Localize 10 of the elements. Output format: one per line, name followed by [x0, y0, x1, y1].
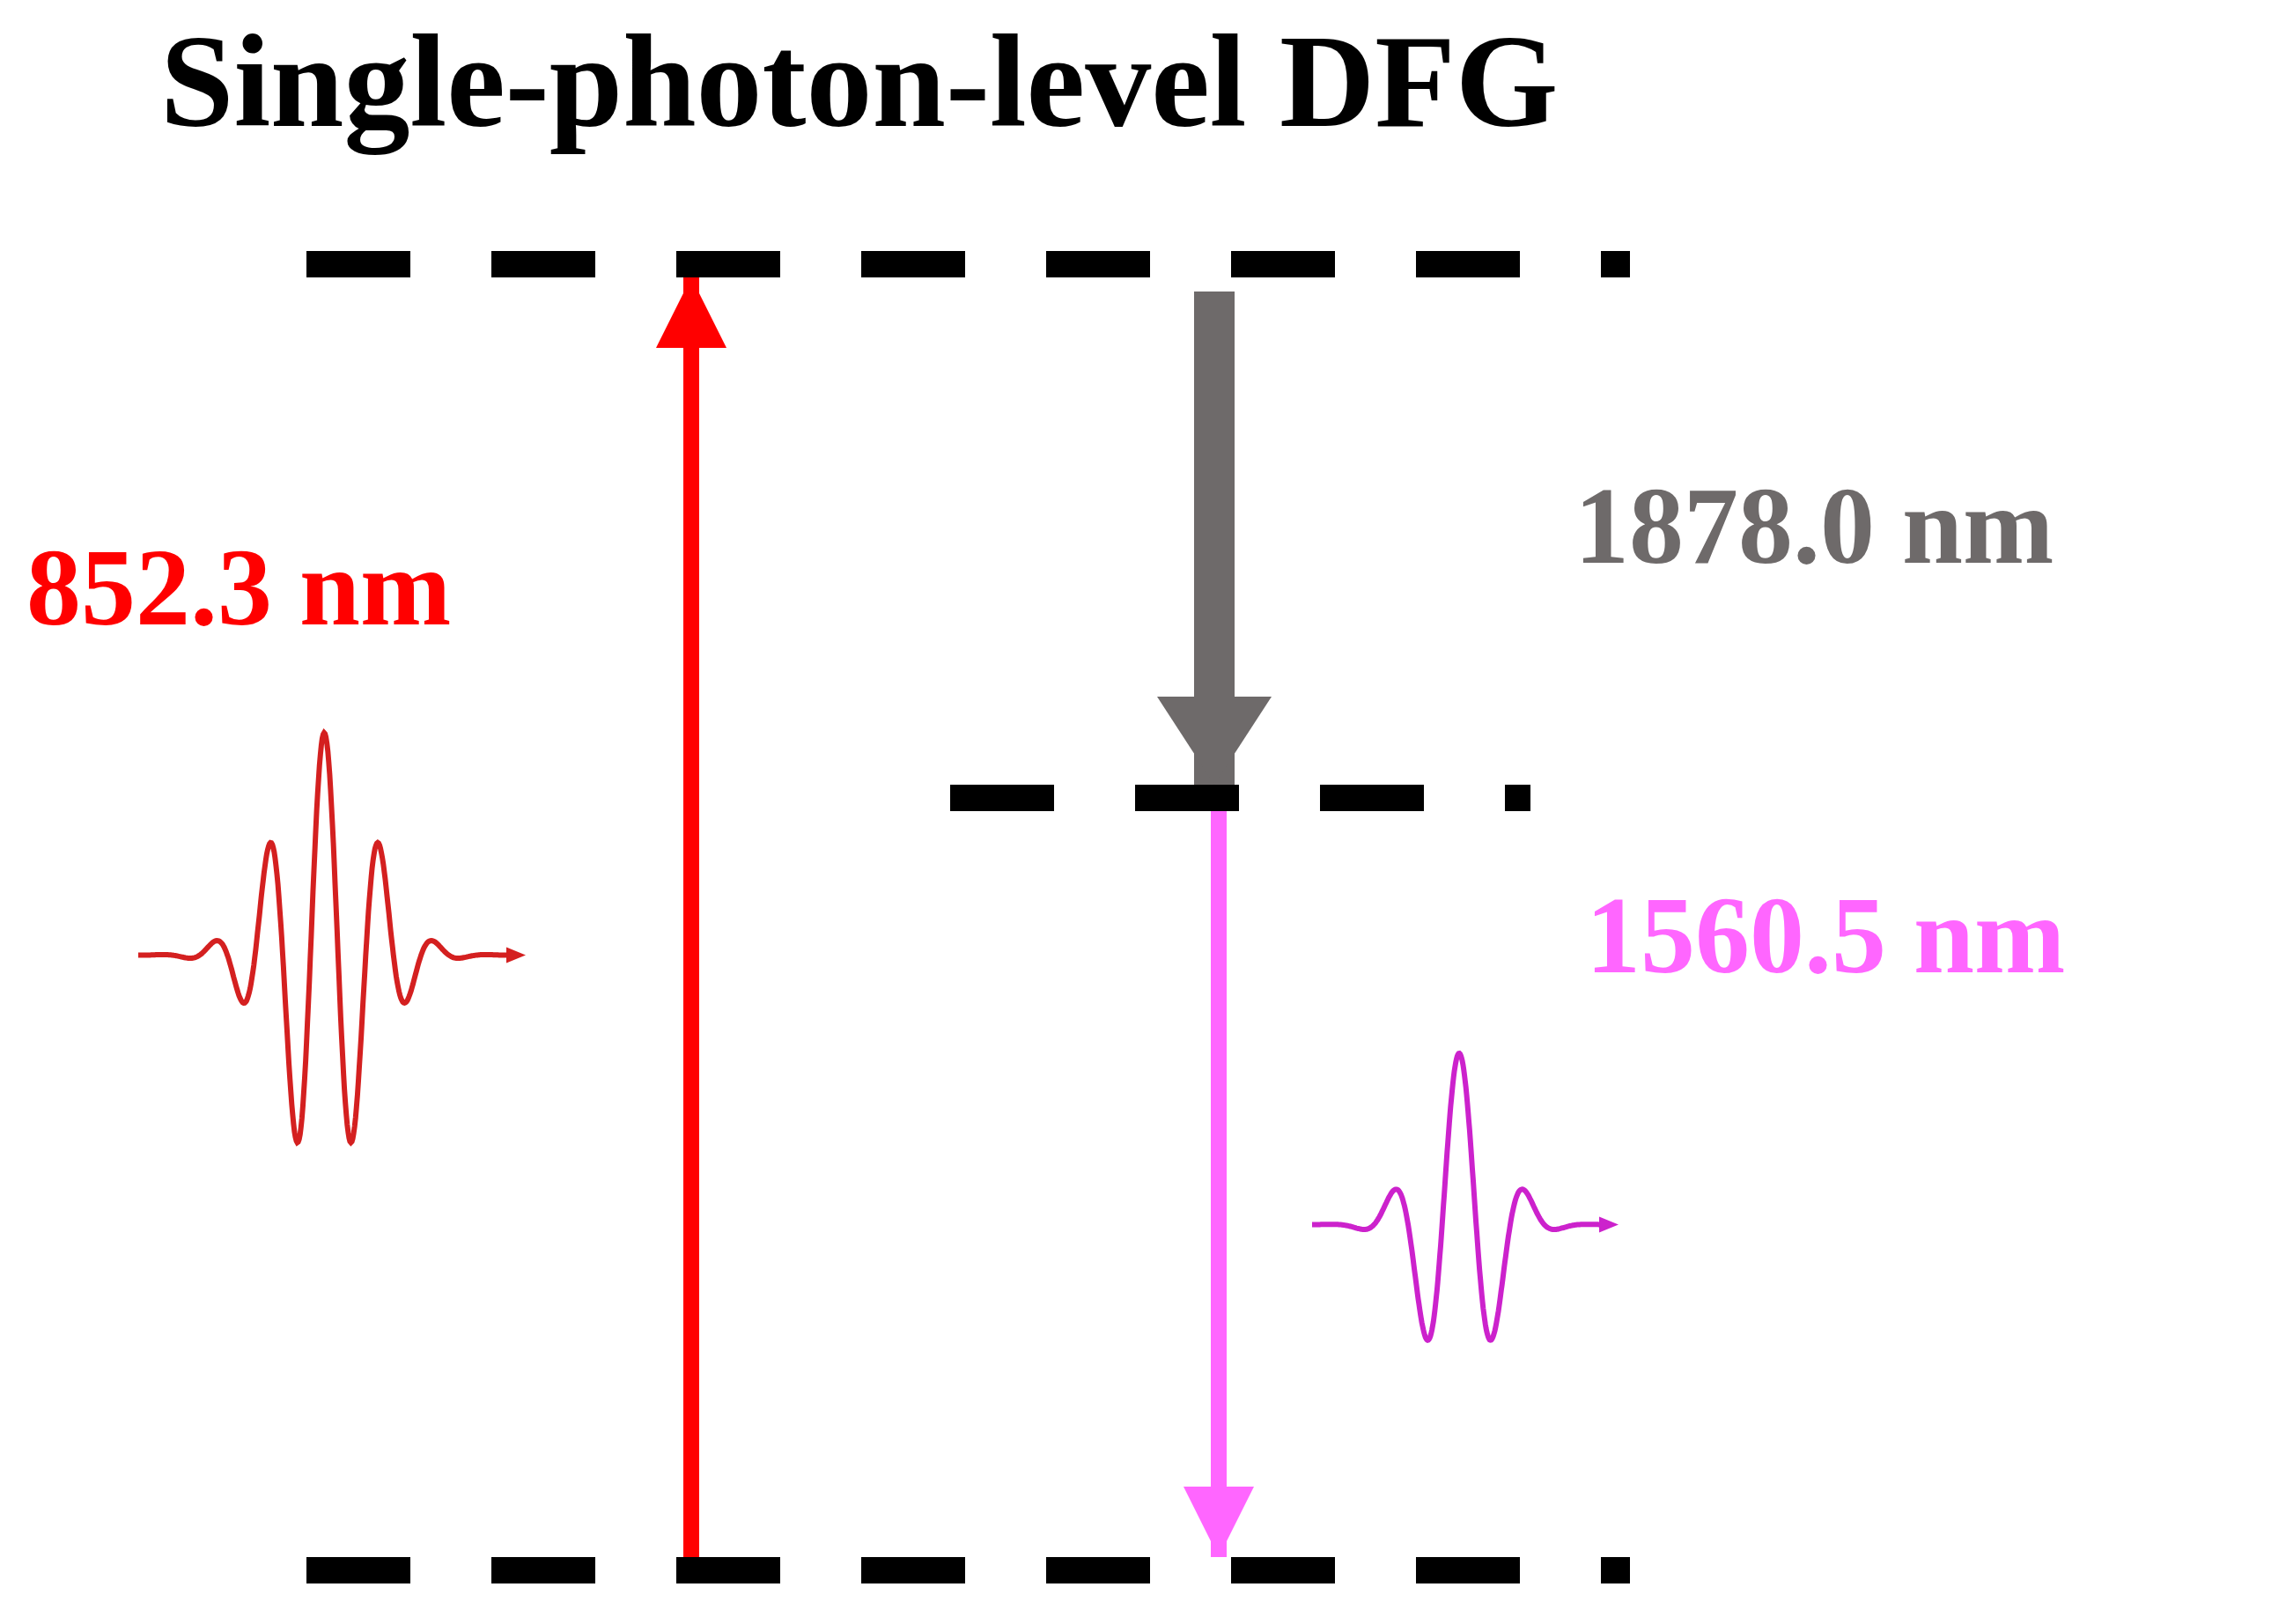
transition-arrow	[1184, 811, 1254, 1557]
wavelength-label: 1560.5 nm	[1586, 876, 2066, 997]
diagram-title: Single-photon-level DFG	[160, 9, 1559, 154]
wavelength-label: 852.3 nm	[26, 528, 452, 649]
energy-level-line	[306, 251, 1630, 277]
energy-level-line	[950, 785, 1530, 811]
energy-level-line	[306, 1557, 1630, 1583]
transition-arrow	[1157, 292, 1272, 785]
transition-arrow	[656, 277, 726, 1557]
wavelength-label: 1878.0 nm	[1574, 467, 2054, 587]
